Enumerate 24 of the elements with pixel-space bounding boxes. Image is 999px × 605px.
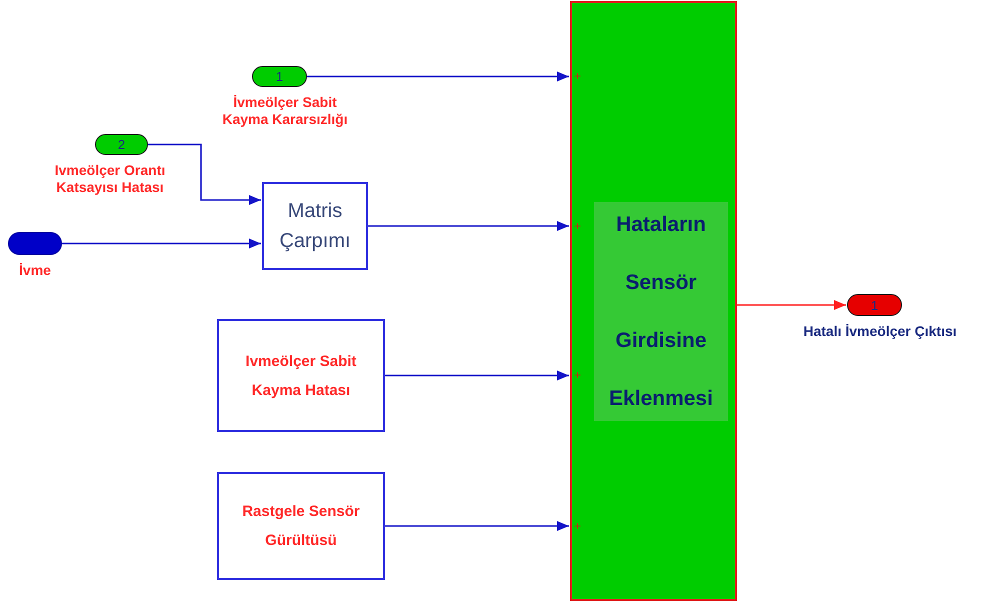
plus-sign: + (574, 70, 582, 82)
arrow (368, 221, 569, 231)
process-block: Rastgele Sensör Gürültüsü (217, 472, 385, 580)
arrow (385, 521, 569, 531)
arrow (148, 144, 261, 205)
plus-sign: + (574, 520, 582, 532)
input-port (8, 232, 62, 255)
port-label: İvme (18, 262, 52, 279)
arrow (62, 238, 261, 248)
process-block: Ivmeölçer Sabit Kayma Hatası (217, 319, 385, 432)
arrow (307, 72, 569, 82)
port-label: Ivmeölçer Orantı Katsayısı Hatası (54, 162, 166, 196)
sum-block (570, 1, 737, 601)
plus-sign: + (574, 369, 582, 381)
plus-sign: + (574, 220, 582, 232)
input-port: 1 (252, 66, 307, 87)
port-label: İvmeölçer Sabit Kayma Kararsızlığı (221, 94, 349, 128)
block-title: Hataların Sensör Girdisine Eklenmesi (608, 212, 714, 412)
output-port: 1 (847, 294, 902, 316)
input-port: 2 (95, 134, 148, 155)
arrow (385, 370, 569, 380)
port-label: Hatalı İvmeölçer Çıktısı (802, 323, 958, 340)
arrow (737, 300, 846, 310)
process-block: Matris Çarpımı (262, 182, 368, 270)
